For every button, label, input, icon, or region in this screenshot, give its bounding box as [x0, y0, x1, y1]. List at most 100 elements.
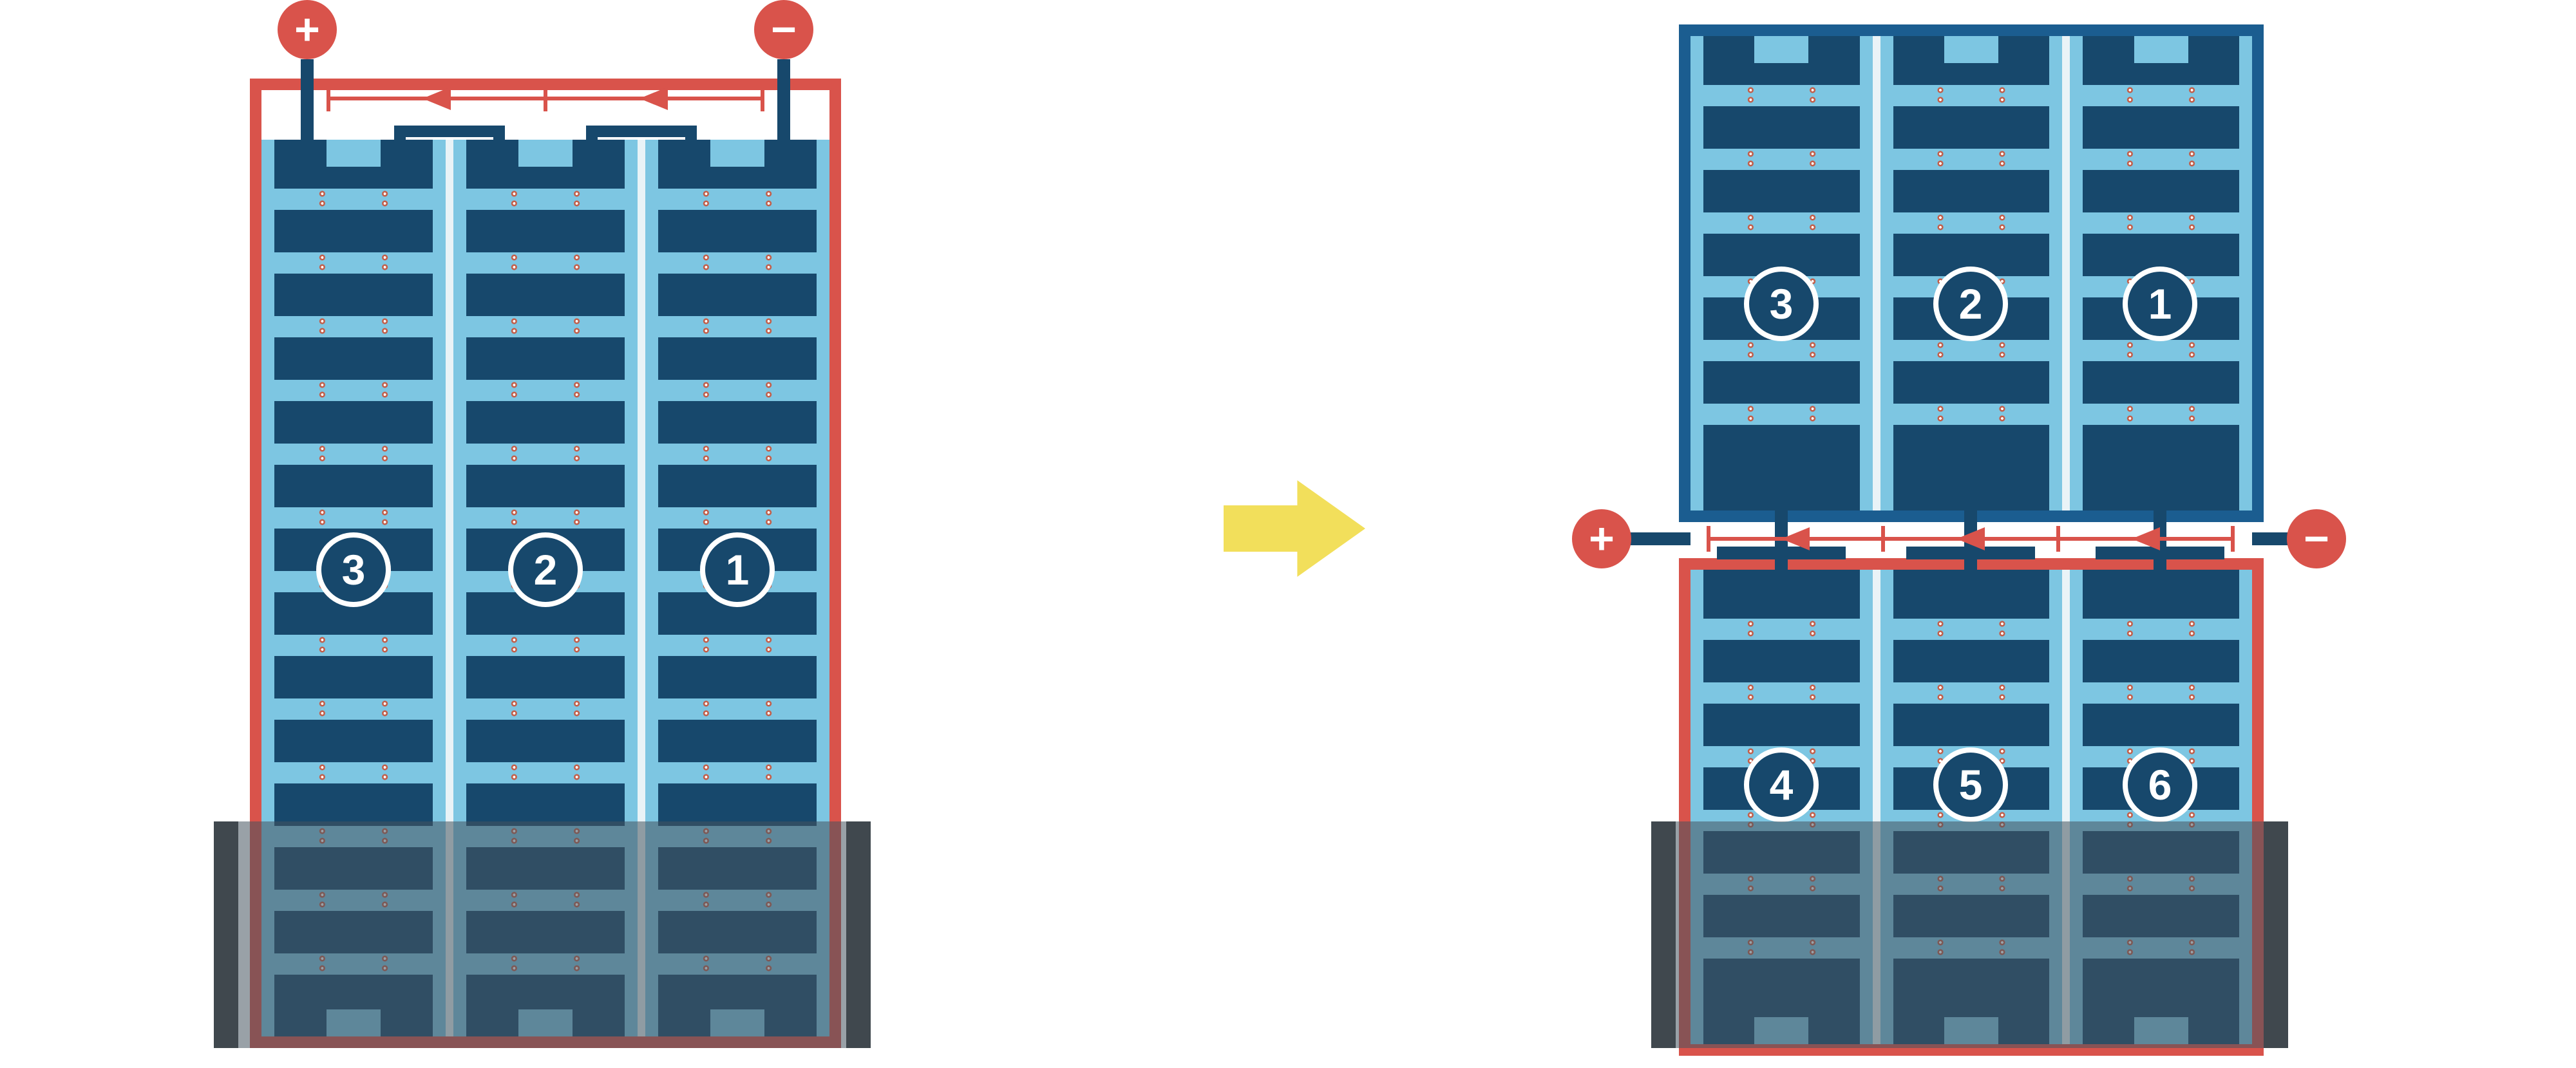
- header-bar: [1703, 36, 1860, 85]
- cell-row: [466, 783, 625, 826]
- cell-row: [274, 720, 433, 762]
- cell-row: [274, 656, 433, 698]
- cell-gap: [2070, 85, 2252, 106]
- cell-gap: [645, 507, 829, 529]
- cell-gap: [2070, 340, 2252, 361]
- cell-row: [2083, 704, 2240, 746]
- cell-gap: [261, 189, 446, 210]
- staple-link: [394, 126, 505, 137]
- group-number-badge: 2: [508, 532, 583, 607]
- cell-row: [274, 465, 433, 507]
- cell-gap: [453, 635, 638, 656]
- cell-row: [658, 274, 817, 316]
- cell-gap: [645, 252, 829, 274]
- cell-row: [658, 465, 817, 507]
- right-plus-terminal: +: [1572, 509, 1631, 568]
- cell-row: [1893, 170, 2050, 212]
- cell-gap: [1880, 619, 2063, 640]
- cell-gap: [453, 444, 638, 465]
- cell-row: [1703, 361, 1860, 404]
- cell-gap: [645, 444, 829, 465]
- group-number-badge: 3: [316, 532, 391, 607]
- junction-bar: [2096, 547, 2224, 559]
- right-current-wire: [1707, 526, 2235, 552]
- cell-gap: [645, 189, 829, 210]
- cell-row: [2083, 640, 2240, 682]
- group-number-badge: 3: [1744, 267, 1819, 341]
- cell-row: [658, 783, 817, 826]
- footer-bar: [2083, 462, 2240, 511]
- cell-gap: [1690, 212, 1873, 234]
- cell-gap: [2070, 149, 2252, 170]
- cell-gap: [453, 316, 638, 337]
- cell-gap: [1690, 619, 1873, 640]
- cell-gap: [261, 316, 446, 337]
- staple-link: [685, 126, 697, 162]
- minus-lead-bar: [2252, 532, 2295, 545]
- cell-row: [274, 401, 433, 444]
- cell-gap: [1690, 404, 1873, 425]
- cell-gap: [453, 698, 638, 720]
- header-bar: [1893, 36, 2050, 85]
- cell-gap: [2070, 619, 2252, 640]
- cell-row: [466, 210, 625, 252]
- staple-link: [394, 126, 406, 162]
- cell-row: [274, 337, 433, 380]
- cell-row: [1893, 361, 2050, 404]
- cell-row: [658, 210, 817, 252]
- cell-row: [658, 401, 817, 444]
- cell-gap: [2070, 404, 2252, 425]
- cell-row: [2083, 106, 2240, 149]
- cell-gap: [1880, 682, 2063, 704]
- cell-gap: [1690, 149, 1873, 170]
- left-current-wire: [327, 86, 764, 111]
- left-minus-terminal: −: [754, 0, 813, 59]
- cell-row: [1703, 640, 1860, 682]
- header-bar: [658, 140, 817, 189]
- left-plus-terminal: +: [278, 0, 337, 59]
- staple-link: [586, 126, 598, 162]
- cell-row: [466, 720, 625, 762]
- cell-row: [1893, 425, 2050, 467]
- right-minus-terminal: −: [2287, 509, 2346, 568]
- cell-gap: [1690, 682, 1873, 704]
- plus-lead-bar: [1623, 532, 1690, 545]
- cell-gap: [261, 507, 446, 529]
- cell-gap: [453, 762, 638, 783]
- cell-gap: [1880, 85, 2063, 106]
- cell-gap: [645, 635, 829, 656]
- left-minus-post: [777, 59, 790, 162]
- cell-row: [1703, 704, 1860, 746]
- right-shaded-region-overlay: [1651, 821, 2288, 1048]
- cell-gap: [2070, 212, 2252, 234]
- cell-gap: [645, 316, 829, 337]
- group-number-badge: 4: [1744, 747, 1819, 822]
- cell-gap: [645, 698, 829, 720]
- left-shaded-region-overlay: [214, 821, 871, 1048]
- cell-gap: [453, 380, 638, 401]
- cell-gap: [1880, 340, 2063, 361]
- cell-gap: [453, 507, 638, 529]
- cell-row: [658, 720, 817, 762]
- cell-row: [658, 656, 817, 698]
- cell-gap: [2070, 682, 2252, 704]
- current-arrow-icon: [639, 87, 668, 110]
- cell-row: [466, 337, 625, 380]
- staple-link: [493, 126, 505, 162]
- cell-gap: [1880, 404, 2063, 425]
- cell-gap: [453, 252, 638, 274]
- junction-bar: [1717, 547, 1846, 559]
- cell-row: [466, 465, 625, 507]
- current-arrow-icon: [2132, 527, 2160, 550]
- cell-row: [1703, 170, 1860, 212]
- group-number-badge: 5: [1933, 747, 2008, 822]
- cell-gap: [261, 380, 446, 401]
- current-arrow-icon: [422, 87, 451, 110]
- cell-gap: [645, 380, 829, 401]
- cell-gap: [261, 698, 446, 720]
- junction-bar: [1906, 547, 2035, 559]
- bottom-module-tap: [2154, 559, 2166, 592]
- cell-row: [466, 401, 625, 444]
- group-number-badge: 1: [700, 532, 775, 607]
